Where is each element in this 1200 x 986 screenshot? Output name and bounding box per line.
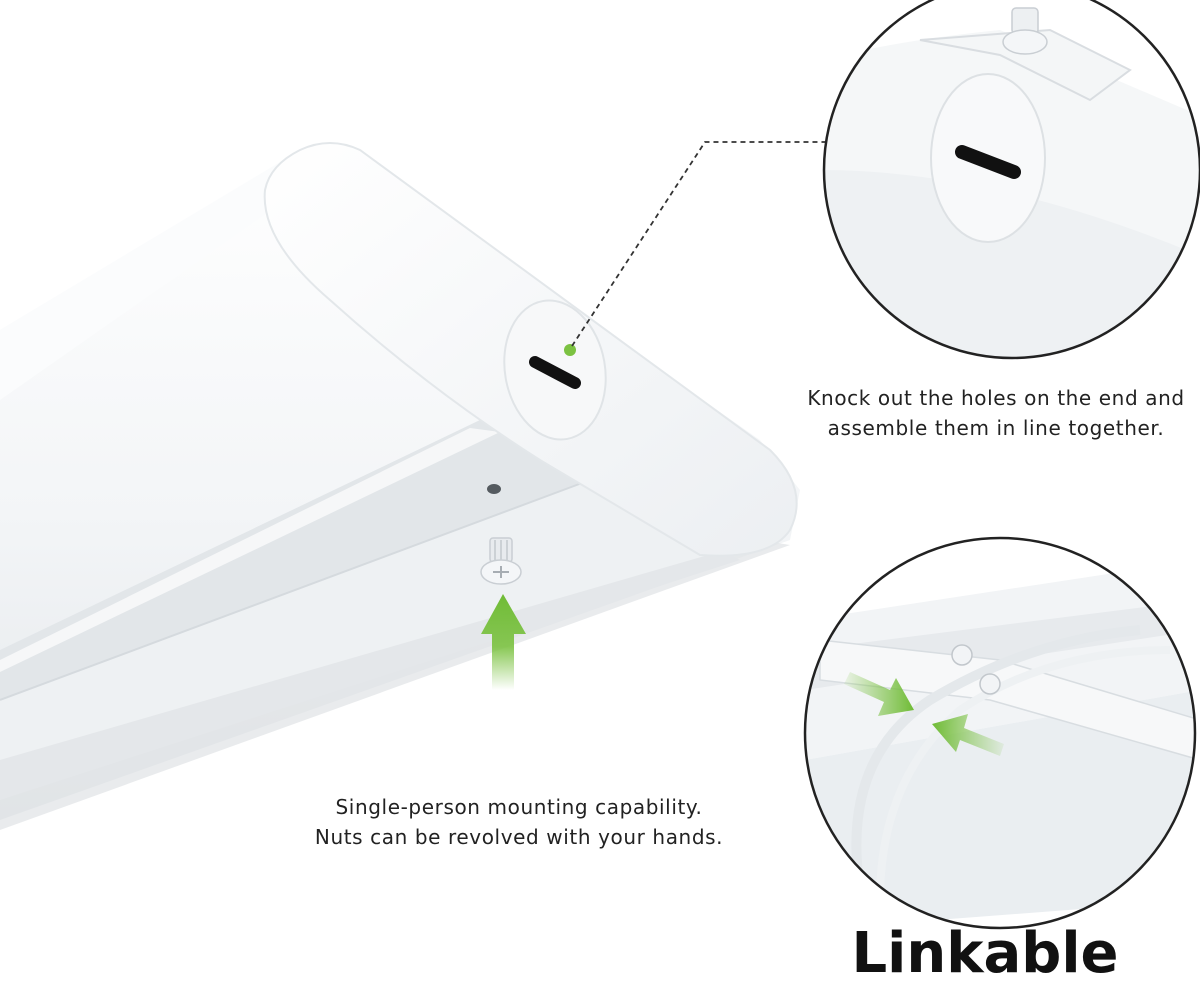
zoom-circle-linking [803,536,1197,930]
fixture-body [0,140,800,830]
mounting-caption: Single-person mounting capability. Nuts … [278,792,760,852]
mounting-caption-line-2: Nuts can be revolved with your hands. [314,825,724,849]
zoom-circle-knockout [822,0,1200,360]
join-arrow-left [932,714,1004,756]
mounting-caption-line-1: Single-person mounting capability. [335,795,703,819]
join-arrow-right [844,672,914,716]
zoom-screw-2 [979,673,1001,695]
knockout-hole [503,299,607,441]
callout-dot [564,344,576,356]
knockout-caption: Knock out the holes on the end and assem… [790,383,1200,443]
screw-hole [487,484,501,494]
zoom-screw-1 [951,644,973,666]
zoom-thumb-screw [1002,7,1048,55]
thumb-screw [480,537,522,585]
up-arrow [481,594,526,690]
knockout-caption-line-2: assemble them in line together. [827,416,1165,440]
feature-title: Linkable [851,921,1119,986]
callout-leader [571,141,826,347]
knockout-caption-line-1: Knock out the holes on the end and [807,386,1185,410]
